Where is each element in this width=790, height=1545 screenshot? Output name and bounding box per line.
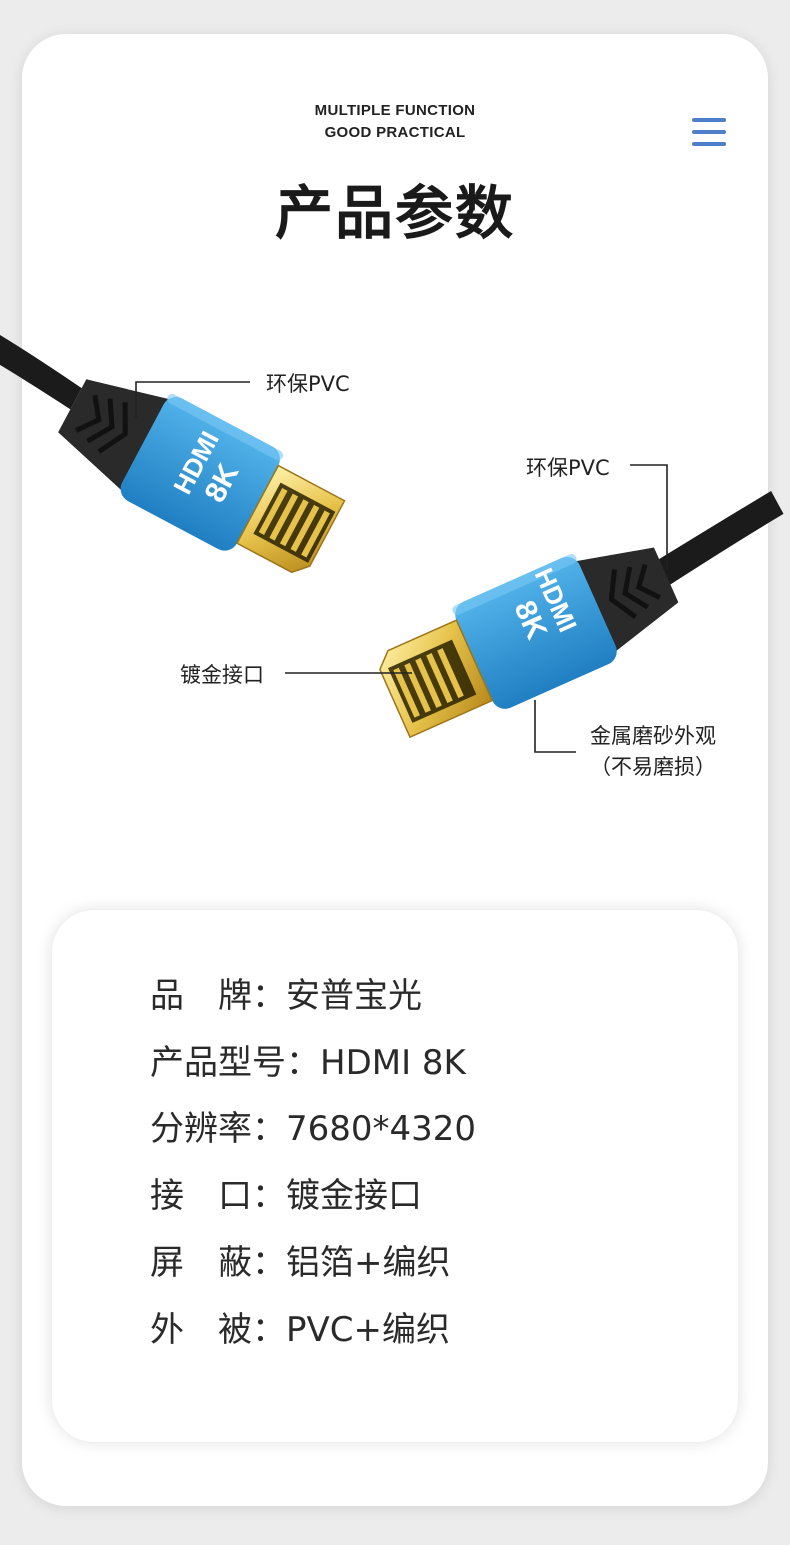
spec-row-shielding: 屏 蔽：铝箔+编织 [150,1235,451,1284]
spec-value: 镀金接口 [286,1176,422,1216]
callout-pvc-left: 环保PVC [266,372,350,396]
right-grip-ridges [608,563,661,619]
right-cable [650,490,784,590]
spec-label: 接 口： [150,1176,286,1216]
subtitle-line-2: GOOD PRACTICAL [324,124,466,141]
callout-finish-line-2: （不易磨损） [590,755,716,779]
spec-value: 7680*4320 [286,1109,477,1149]
spec-row-interface: 接 口：镀金接口 [150,1168,422,1217]
spec-row-brand: 品 牌：安普宝光 [150,968,422,1017]
left-cable [0,313,82,410]
callout-leader-lines [135,381,668,753]
left-hdmi-connector: HDMI 8K [0,313,346,574]
spec-row-model: 产品型号：HDMI 8K [150,1035,466,1084]
callout-pvc-right: 环保PVC [526,456,610,480]
left-gold-pins [258,488,330,558]
hamburger-menu-icon[interactable] [692,118,728,150]
spec-value: PVC+编织 [286,1310,450,1350]
page-title: 产品参数 [274,179,515,247]
callout-gold-connector: 镀金接口 [180,663,264,687]
right-hdmi-connector: HDMI 8K [379,490,784,739]
spec-label: 屏 蔽： [150,1243,286,1283]
spec-card [52,910,738,1442]
spec-label: 产品型号： [150,1043,320,1083]
hdmi-cable-illustration: HDMI 8K HDMI 8K [0,313,784,753]
spec-value: 铝箔+编织 [286,1243,451,1283]
right-strain-relief [572,547,679,654]
leader-finish [534,700,576,753]
left-strain-relief [58,379,172,492]
spec-value: HDMI 8K [320,1043,466,1083]
spec-label: 品 牌： [150,976,286,1016]
subtitle-line-1: MULTIPLE FUNCTION [314,102,476,119]
left-grip-ridges [75,394,128,454]
callout-finish-line-1: 金属磨砂外观 [590,724,716,748]
leader-pvc-right [630,464,668,570]
leader-pvc-left [135,381,250,418]
spec-label: 外 被： [150,1310,286,1350]
spec-row-resolution: 分辨率：7680*4320 [150,1101,476,1150]
right-gold-pins [393,648,464,718]
spec-row-jacket: 外 被：PVC+编织 [150,1302,450,1351]
spec-value: 安普宝光 [286,976,422,1016]
spec-label: 分辨率： [150,1109,286,1149]
